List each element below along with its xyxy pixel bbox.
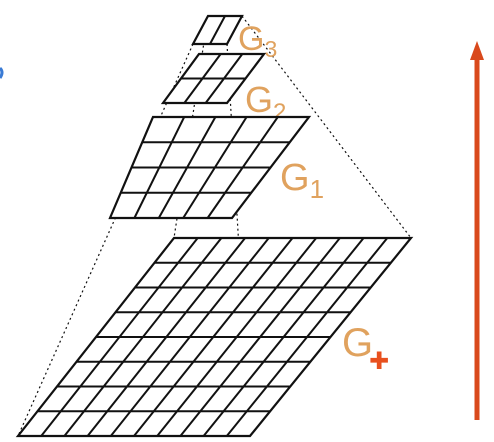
- grid-col-line: [133, 116, 186, 219]
- projection-line-1: [17, 43, 194, 437]
- level-letter: G: [238, 20, 264, 58]
- edge-mark-icon: [0, 66, 4, 79]
- grid-col-line: [86, 237, 246, 437]
- level-subscript: 1: [310, 174, 324, 204]
- pyramid-level-3: [15, 236, 414, 438]
- grid-col-line: [40, 237, 199, 437]
- pyramid-level-0: [191, 14, 244, 46]
- level-subscript: 3: [264, 36, 277, 62]
- projection-line-2: [241, 15, 412, 239]
- grid-col-line: [179, 237, 341, 437]
- grid-col-line: [204, 53, 244, 104]
- grid-col-line: [226, 237, 389, 437]
- level-label-3: G: [342, 321, 373, 365]
- level-letter: G: [280, 157, 310, 199]
- grid-col-line: [156, 237, 317, 437]
- pyramid-level-1: [160, 52, 267, 105]
- grid-col-line: [157, 116, 217, 219]
- grid-col-line: [63, 237, 223, 437]
- grid-col-line: [110, 237, 270, 437]
- level-letter: G: [342, 321, 373, 365]
- grid-col-line: [206, 116, 279, 219]
- level-label-0: G3: [238, 20, 277, 62]
- plus-marker-icon: ✚: [369, 347, 389, 375]
- grid-col-line: [133, 237, 294, 437]
- up-arrow-head-icon: [470, 41, 484, 60]
- pyramid-level-2: [108, 115, 312, 220]
- grid-col-line: [202, 237, 365, 437]
- grid-col-line: [182, 116, 248, 219]
- grid-col-line: [183, 53, 222, 104]
- level-letter: G: [245, 79, 273, 120]
- grid-col-line: [209, 15, 226, 45]
- level-label-2: G1: [280, 157, 324, 204]
